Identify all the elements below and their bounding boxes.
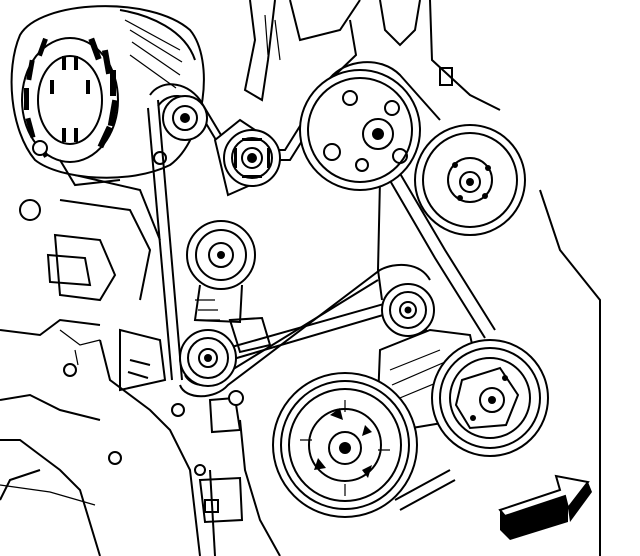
idler-pulley-lower-icon: [179, 329, 237, 387]
crankshaft-pulley-icon: [272, 372, 418, 518]
arrow-icon: [498, 474, 592, 540]
idler-pulley-center-icon: [186, 220, 256, 324]
engine-block: [0, 0, 601, 556]
idler-pulley-upper-icon: [162, 95, 208, 141]
power-steering-pump-pulley-icon: [299, 69, 421, 191]
ac-clutch-pulley-icon: [431, 339, 549, 457]
tensioner-pulley-icon: [213, 118, 281, 197]
idler-pulley-right-icon: [381, 283, 435, 337]
water-pump-pulley-icon: [414, 124, 526, 236]
generator-icon: [10, 5, 205, 187]
